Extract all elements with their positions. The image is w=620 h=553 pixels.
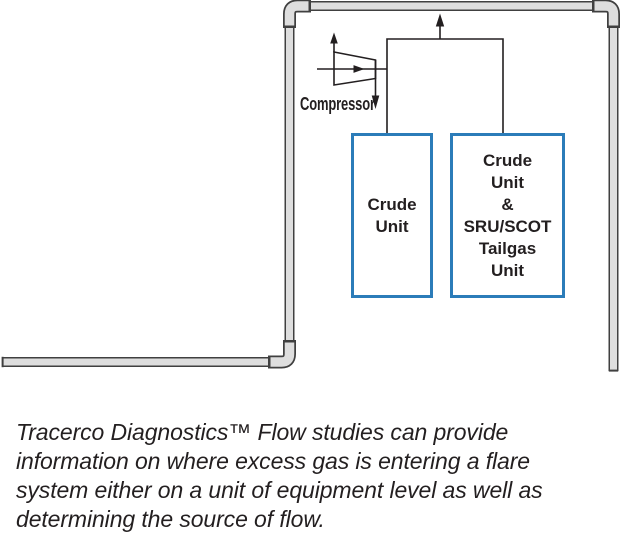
flare-header-up-arrow-head — [435, 13, 445, 27]
crude-unit-label-text: Crude Unit — [367, 194, 417, 236]
crude-unit-box — [351, 133, 433, 298]
unit-boxes — [351, 133, 565, 298]
flare-diagram-svg — [1, 0, 620, 372]
pipe-elbow-top-right-body — [594, 1, 619, 26]
pipe-elbow-bottom-left-body — [270, 342, 295, 367]
unit-header-line — [386, 38, 504, 134]
flare-pipe — [1, 0, 620, 372]
compressor-inlet-arrow-head — [353, 65, 365, 73]
compressor-label: Compressor — [300, 94, 375, 115]
crude-unit-label: Crude Unit — [351, 134, 433, 297]
caption-text: Tracerco Diagnostics™ Flow studies can p… — [16, 419, 543, 532]
pipe-elbow-top-left-body — [284, 1, 309, 26]
compressor-down-arrow-head — [371, 95, 380, 109]
crude-sru-tailgas-unit-label-text: Crude Unit & SRU/SCOT Tailgas Unit — [463, 150, 552, 280]
crude-sru-tailgas-unit-label: Crude Unit & SRU/SCOT Tailgas Unit — [450, 134, 565, 297]
compressor-label-text: Compressor — [300, 94, 375, 114]
compressor-up-arrow-head — [330, 32, 338, 44]
crude-sru-tailgas-unit-box — [450, 133, 565, 298]
flow-lines — [317, 13, 504, 134]
